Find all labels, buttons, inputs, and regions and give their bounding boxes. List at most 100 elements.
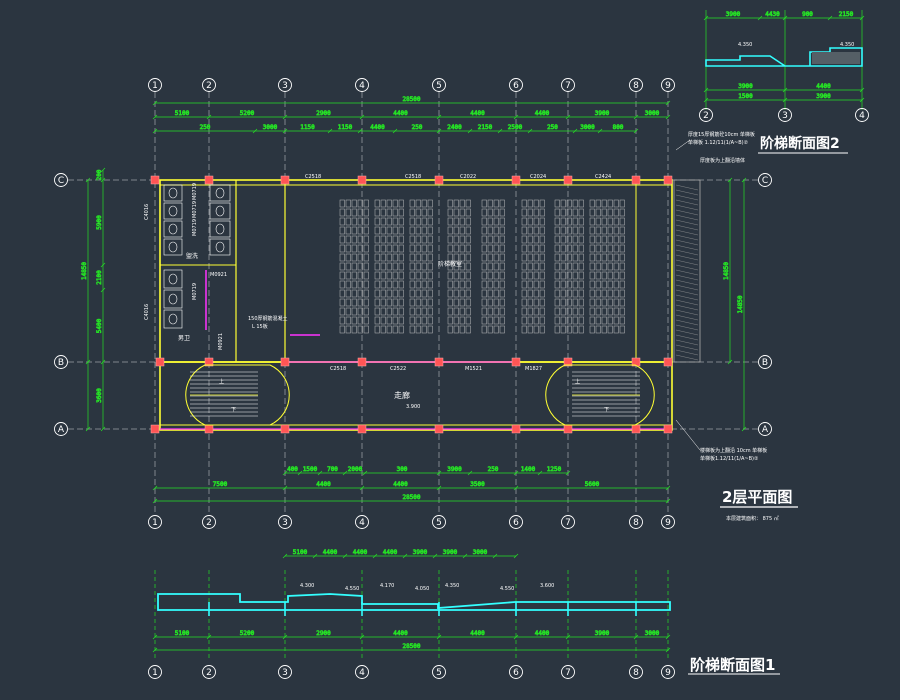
seat [613,253,619,262]
seat [578,226,584,235]
seat [589,271,595,280]
seat [339,307,345,316]
seat [427,244,433,253]
seat [421,208,427,217]
dim-text: 1150 [338,124,353,131]
dim-tick [497,128,503,134]
seat [447,307,453,316]
dim-text: 1150 [300,124,315,131]
seat [560,235,566,244]
seat [459,271,465,280]
dim-text: 700 [327,466,338,473]
seat [560,244,566,253]
seat [374,253,380,262]
seat [487,307,493,316]
seat [415,244,421,253]
stair-right [545,364,655,426]
seat [499,271,505,280]
seat [589,199,595,208]
dim-text: 5600 [585,481,600,488]
dim-text: 3000 [473,549,488,556]
seat [398,199,404,208]
axis-bubble-circle [629,515,643,529]
seat [380,208,386,217]
hatch-line [675,269,699,276]
seat [521,298,527,307]
seat [539,217,545,226]
toilet-stall [163,184,183,202]
dim-tick [252,128,258,134]
dim-tick [741,177,747,183]
axis-bubble-circle [509,515,523,529]
seat [465,253,471,262]
dim-tick [359,485,365,491]
axis-bubble-label: 7 [565,518,571,528]
dim-text: 1500 [303,466,318,473]
seat [398,316,404,325]
seat [386,316,392,325]
section-1-elev: 4.300 [300,583,314,589]
dim-tick [152,100,158,106]
seat [345,217,351,226]
seat [619,271,625,280]
seat [539,199,545,208]
column [357,424,367,434]
seat [481,226,487,235]
axis-bubble-label: 1 [152,81,158,91]
seat [409,262,415,271]
seat [374,226,380,235]
dim-text: 4400 [470,630,485,637]
seat [527,253,533,262]
column [563,424,573,434]
row-axis-bubbles-right: CBA [758,173,772,436]
seat [459,244,465,253]
column [150,175,160,185]
seat [560,226,566,235]
seat [386,298,392,307]
dim-tick [342,470,348,476]
hatch-line [675,249,699,256]
seat [459,289,465,298]
dim-text: 4400 [316,481,331,488]
section-1-axis-5: 5 [432,665,446,679]
seat [539,280,545,289]
seat [409,271,415,280]
axis-bubble-label: 3 [282,518,288,528]
seat [427,262,433,271]
column [663,424,673,434]
seat [499,244,505,253]
axis-bubble-label: A [762,425,769,435]
seat [527,235,533,244]
seat [566,289,572,298]
seat [613,217,619,226]
seat [487,262,493,271]
seat [465,244,471,253]
seat [398,298,404,307]
axis-bubble-circle [202,665,216,679]
seat [392,199,398,208]
seat [351,253,357,262]
seat [539,289,545,298]
seat [539,298,545,307]
toilet-stall [163,289,183,309]
seat [607,235,613,244]
dim-text: 3900 [738,83,753,90]
annotation-1: 厚度15厚钢筋砼10cm 单梯板 [688,131,755,138]
seat [386,208,392,217]
seat [363,253,369,262]
window-label-B: C2522 [390,366,406,372]
seat [415,253,421,262]
dim-tick [665,114,671,120]
seat [363,316,369,325]
dim-tick [741,426,747,432]
dim-tick [282,470,288,476]
seat [357,253,363,262]
seat [533,325,539,334]
dim-text: 5900 [96,215,103,230]
seat [392,280,398,289]
seat [493,253,499,262]
dim-tick [359,114,365,120]
seat [521,289,527,298]
